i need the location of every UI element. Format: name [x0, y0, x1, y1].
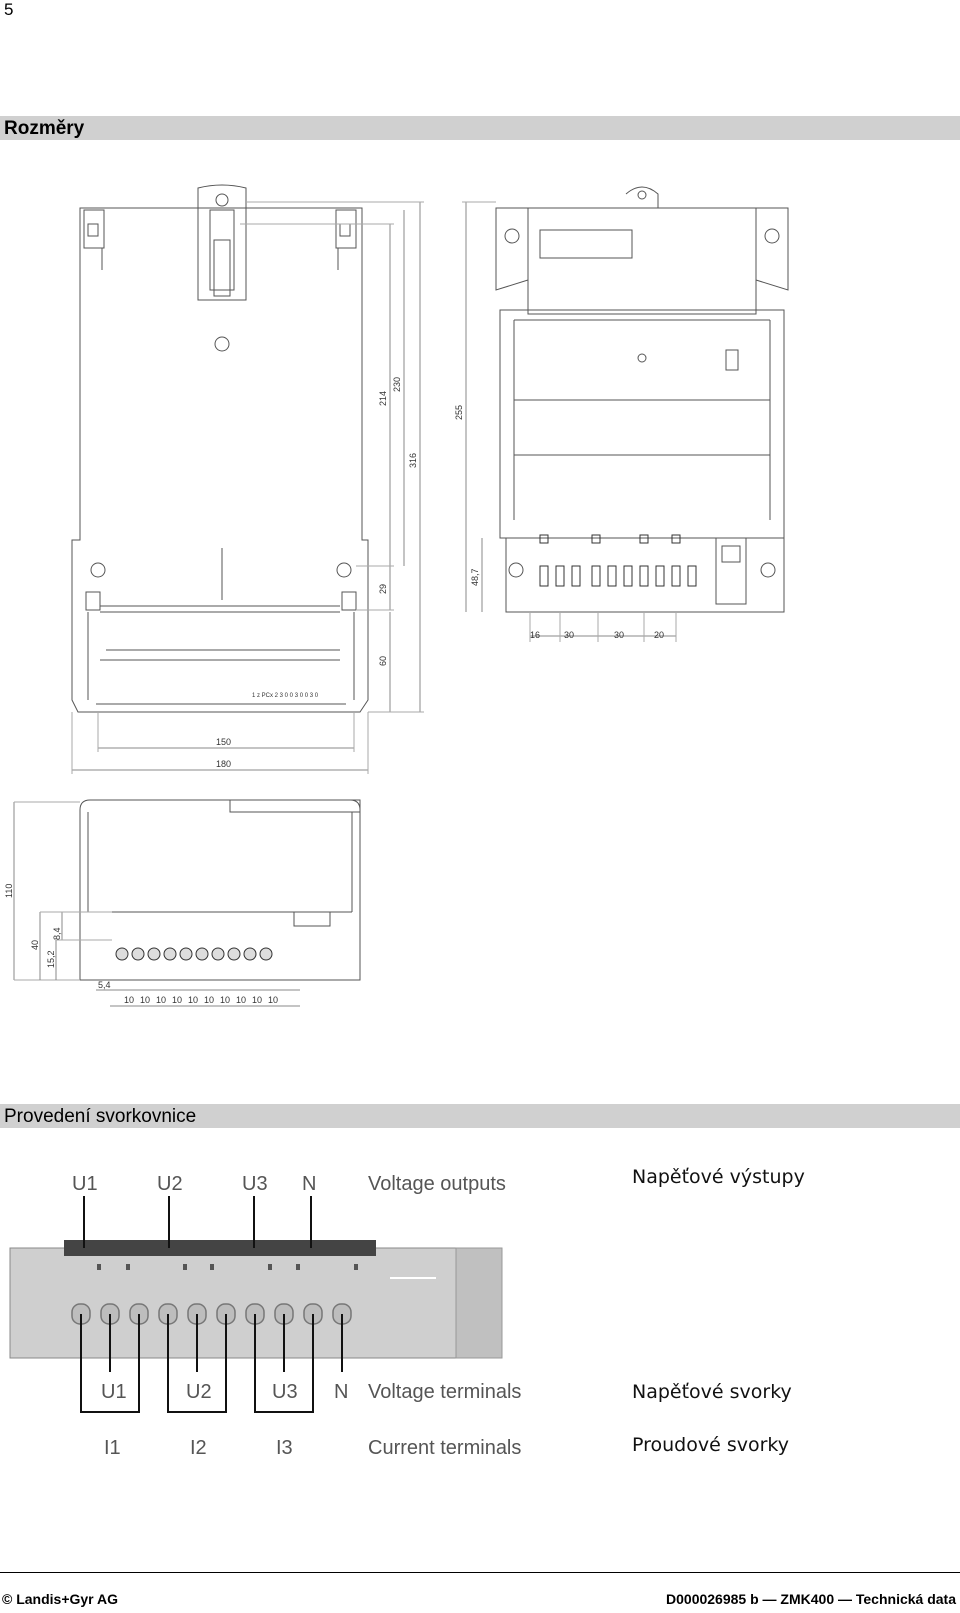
- label-n-terminal: N: [334, 1381, 348, 1403]
- footer-copyright: © Landis+Gyr AG: [2, 1591, 118, 1607]
- dim-pitch-9: 10: [252, 995, 262, 1005]
- label-u2-terminal: U2: [186, 1381, 212, 1403]
- dim-230: 230: [392, 377, 402, 392]
- dim-pitch-5: 10: [188, 995, 198, 1005]
- section-header-terminal-block: Provedení svorkovnice: [0, 1104, 960, 1128]
- footer-divider: [0, 1572, 960, 1573]
- dim-pitch-8: 10: [236, 995, 246, 1005]
- dim-pitch-6: 10: [204, 995, 214, 1005]
- dim-150: 150: [216, 737, 231, 747]
- dim-180: 180: [216, 759, 231, 769]
- terminal-block-diagram: U1 U2 U3 N Voltage outputs U1 U2 U3 N Vo…: [9, 1173, 521, 1459]
- dim-255: 255: [454, 405, 464, 420]
- module-label: 1 z PCx 2 3 0 0 3 0 0 3 0: [252, 693, 319, 699]
- dim-30a: 30: [564, 630, 574, 640]
- dim-pitch-10: 10: [268, 995, 278, 1005]
- page-number: 5: [4, 0, 14, 19]
- front-view-covered: [462, 186, 789, 642]
- section-title: Provedení svorkovnice: [4, 1106, 197, 1127]
- dim-15-2: 15,2: [46, 950, 56, 968]
- label-i1: I1: [104, 1437, 121, 1459]
- dim-5-4: 5,4: [98, 980, 111, 990]
- label-n-output: N: [302, 1173, 316, 1195]
- terminal-screws-side: [115, 947, 273, 961]
- dim-20: 20: [654, 630, 664, 640]
- label-u1-output: U1: [72, 1173, 98, 1195]
- dim-110: 110: [4, 884, 14, 898]
- dim-60: 60: [378, 656, 388, 666]
- dim-8-4: 8,4: [52, 927, 62, 940]
- side-view: [13, 799, 361, 1007]
- dim-316: 316: [408, 453, 418, 468]
- terminal-block-front: [539, 534, 697, 587]
- dim-16: 16: [530, 630, 540, 640]
- label-voltage-outputs-en: Voltage outputs: [368, 1173, 506, 1195]
- label-i3: I3: [276, 1437, 293, 1459]
- label-u3-terminal: U3: [272, 1381, 298, 1403]
- label-i2: I2: [190, 1437, 207, 1459]
- section-header-dimensions: Rozměry: [0, 116, 960, 140]
- dim-pitch-1: 10: [124, 995, 134, 1005]
- dim-40: 40: [30, 940, 40, 950]
- dim-29: 29: [378, 584, 388, 594]
- label-voltage-terminals-en: Voltage terminals: [368, 1381, 521, 1403]
- label-voltage-outputs-cz: Napěťové výstupy: [632, 1166, 805, 1188]
- label-u2-output: U2: [157, 1173, 183, 1195]
- label-u1-terminal: U1: [101, 1381, 127, 1403]
- label-u3-output: U3: [242, 1173, 268, 1195]
- dim-pitch-3: 10: [156, 995, 166, 1005]
- dim-48-7: 48,7: [470, 568, 480, 586]
- footer-document-id: D000026985 b — ZMK400 — Technická data: [666, 1591, 956, 1607]
- section-title: Rozměry: [4, 118, 85, 139]
- dim-pitch-2: 10: [140, 995, 150, 1005]
- label-current-terminals-cz: Proudové svorky: [632, 1434, 789, 1456]
- label-current-terminals-en: Current terminals: [368, 1437, 521, 1459]
- label-voltage-terminals-cz: Napěťové svorky: [632, 1381, 792, 1403]
- front-view: [71, 184, 424, 774]
- dim-214: 214: [378, 391, 388, 406]
- dim-30b: 30: [614, 630, 624, 640]
- dim-pitch-7: 10: [220, 995, 230, 1005]
- dimension-drawing: 214 230 316 29 60 255 48,7 150 180 16 30…: [4, 184, 789, 1007]
- dim-pitch-4: 10: [172, 995, 182, 1005]
